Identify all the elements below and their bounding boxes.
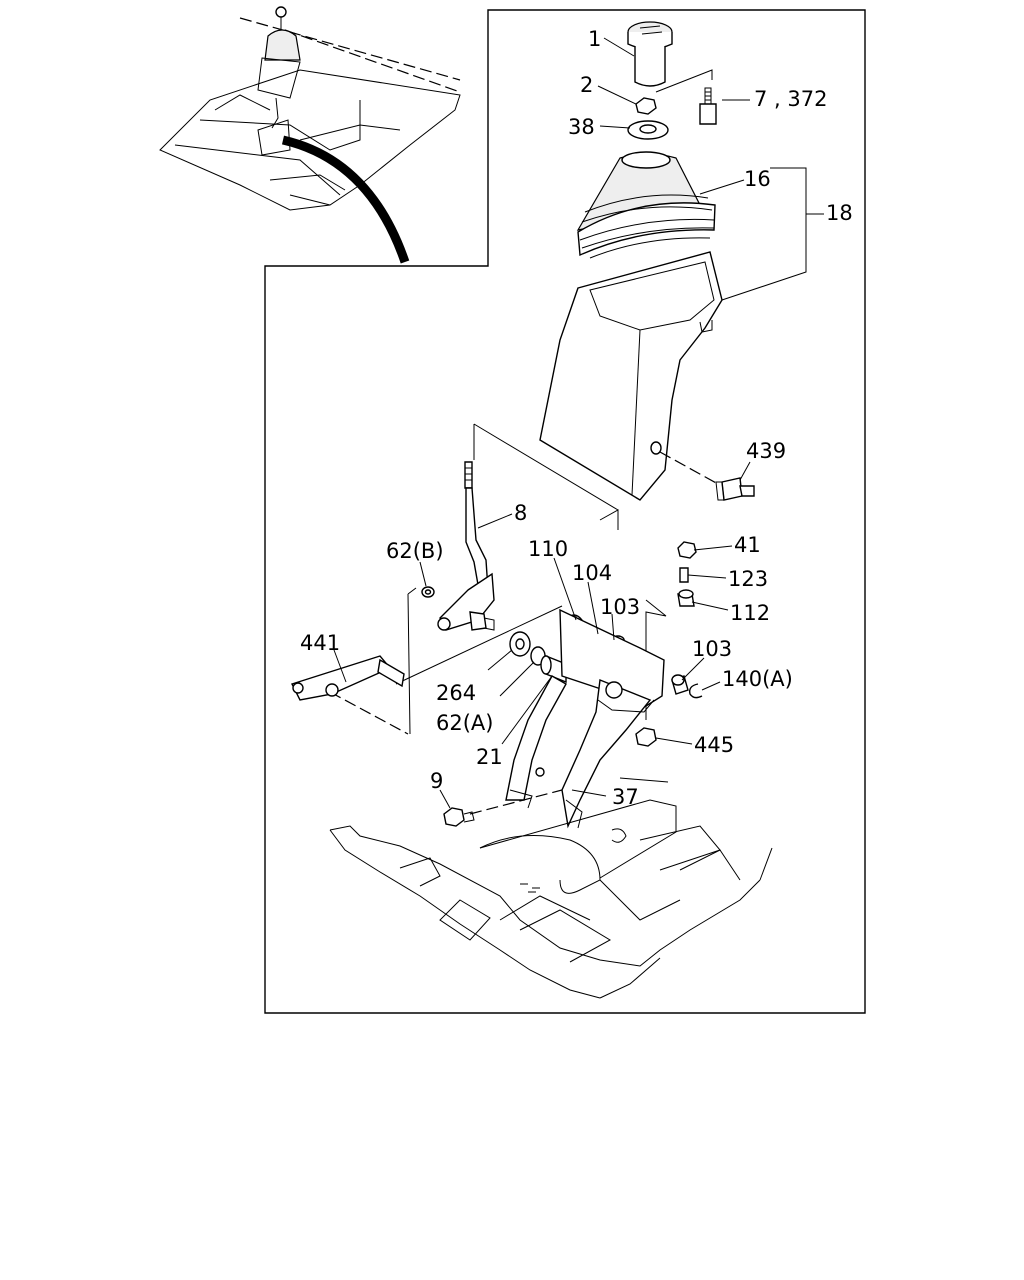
callout-62a: 62(A): [436, 711, 493, 735]
screw-439: [715, 477, 755, 501]
shift-console: [539, 251, 723, 501]
nut-41: [677, 541, 697, 559]
bracket-assembly: [505, 608, 669, 829]
callout-7-372: 7 , 372: [754, 87, 827, 111]
callout-9: 9: [430, 769, 443, 793]
screw-7: [699, 87, 717, 125]
bolt-9: [443, 807, 475, 827]
callout-labels: 1 2 7 , 372 38 16 18 439 8 62(B) 110 104…: [300, 27, 853, 809]
shift-lever: [437, 461, 495, 631]
callout-264: 264: [436, 681, 476, 705]
callout-38: 38: [568, 115, 595, 139]
bolt-445: [635, 727, 657, 747]
callout-103b: 103: [692, 637, 732, 661]
callout-41: 41: [734, 533, 761, 557]
floor-panel: [329, 799, 773, 999]
washer-38: [627, 120, 669, 140]
diagram-frame: [264, 9, 866, 1014]
leader-lines: [333, 37, 824, 809]
shift-boot: [576, 151, 716, 259]
pin-123: [679, 567, 689, 583]
callout-123: 123: [728, 567, 768, 591]
washer-264: [509, 631, 531, 657]
inset-floor-overview: [159, 6, 461, 264]
callout-140a: 140(A): [722, 667, 793, 691]
link-441: [291, 655, 405, 701]
callout-21: 21: [476, 745, 503, 769]
callout-439: 439: [746, 439, 786, 463]
nut-2: [635, 97, 657, 115]
callout-37: 37: [612, 785, 639, 809]
callout-1: 1: [588, 27, 601, 51]
bushing-103b: [671, 674, 689, 695]
shift-knob: [627, 21, 673, 87]
clip-140a: [688, 683, 703, 699]
callout-8: 8: [514, 501, 527, 525]
callout-104: 104: [572, 561, 612, 585]
nut-112: [677, 589, 695, 607]
callout-103a: 103: [600, 595, 640, 619]
callout-2: 2: [580, 73, 593, 97]
callout-110: 110: [528, 537, 568, 561]
callout-445: 445: [694, 733, 734, 757]
callout-112: 112: [730, 601, 770, 625]
callout-18: 18: [826, 201, 853, 225]
callout-16: 16: [744, 167, 771, 191]
callout-62b: 62(B): [386, 539, 444, 563]
callout-441: 441: [300, 631, 340, 655]
bushing-62b: [421, 586, 435, 598]
